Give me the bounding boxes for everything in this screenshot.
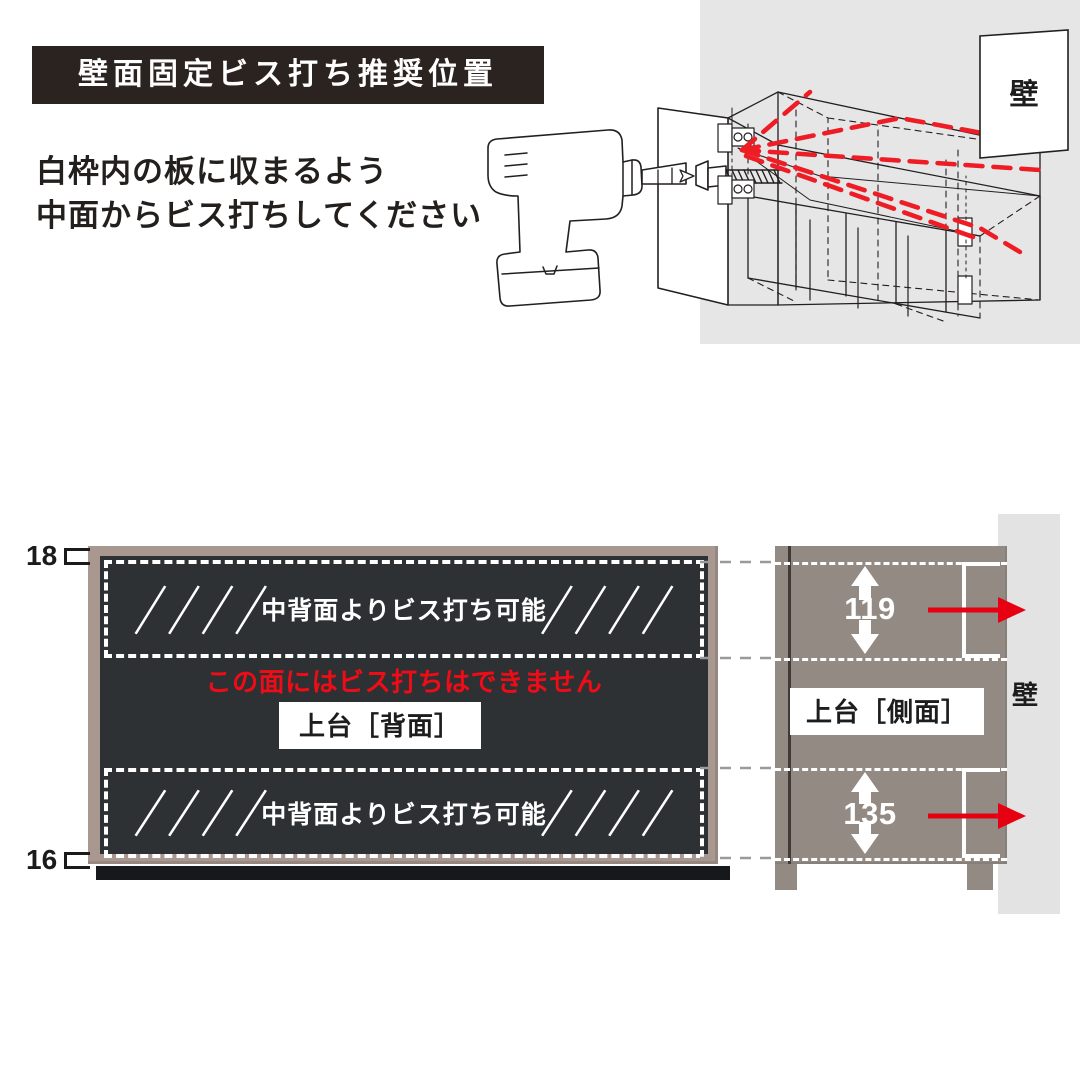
side-view-guide-1 xyxy=(775,562,1007,565)
side-view-wall-label: 壁 xyxy=(1012,680,1039,710)
thickness-value-top: 18 xyxy=(26,540,58,571)
side-view-diagram: 119 135 上台［側面］ 壁 xyxy=(740,480,1080,930)
no-drill-warning-text: この面にはビス打ちはできません xyxy=(205,667,603,697)
back-panel-base-plinth xyxy=(96,866,730,880)
side-view-wall xyxy=(998,514,1060,914)
side-view-face-tag: 上台［側面］ xyxy=(790,688,985,735)
wall-fix-arrow-top xyxy=(928,597,1026,623)
back-panel-face-tag: 上台［背面］ xyxy=(278,702,482,749)
page-title-bar: 壁面固定ビス打ち推奨位置 xyxy=(32,46,544,104)
drill-icon xyxy=(487,129,643,307)
screwable-zone-bottom-label: 中背面よりビス打ち可能 xyxy=(261,801,547,829)
wall-callout: 壁 xyxy=(979,29,1069,159)
side-view-leg-right xyxy=(967,864,993,890)
wall-fix-arrow-bottom xyxy=(928,803,1026,829)
side-view-front-edge xyxy=(788,546,791,864)
page-title: 壁面固定ビス打ち推奨位置 xyxy=(78,58,498,91)
screwable-zone-bottom: 中背面よりビス打ち可能 xyxy=(104,768,704,858)
side-view-arrows xyxy=(851,566,1026,854)
screwable-zone-top-label: 中背面よりビス打ち可能 xyxy=(261,597,547,625)
instruction-line-1: 白枠内の板に収まるよう xyxy=(36,154,388,189)
hatch-lines-top xyxy=(134,585,674,635)
hatch-lines-bottom xyxy=(134,789,674,837)
screwable-zone-top: 中背面よりビス打ち可能 xyxy=(104,560,704,658)
thickness-value-bottom: 16 xyxy=(26,844,58,875)
instruction-line-2: 中面からビス打ちしてください xyxy=(36,198,483,234)
dimension-arrow-bottom xyxy=(851,772,879,854)
drill-bit-icon xyxy=(641,162,695,185)
side-view-guide-4 xyxy=(775,858,1007,861)
dimension-value-bottom: 135 xyxy=(843,796,897,831)
side-view-guide-2 xyxy=(775,658,1007,661)
side-view-guide-3 xyxy=(775,768,1007,771)
dimension-value-top: 119 xyxy=(844,591,896,626)
bracket-icon-top xyxy=(64,547,91,565)
thickness-marker-top: 18 xyxy=(26,540,91,571)
side-view-bracket-bottom xyxy=(962,768,1000,858)
drill-cabinet-illustration: 壁 xyxy=(487,29,1069,323)
bracket-icon-bottom xyxy=(64,851,91,869)
illustration-wall-label: 壁 xyxy=(1009,78,1038,111)
back-panel-diagram: 中背面よりビス打ち可能 中背面よりビス打ち可能 この面にはビス打ちはできません … xyxy=(0,480,760,930)
side-view-leg-left xyxy=(775,864,797,890)
instruction-text: 白枠内の板に収まるよう 中面からビス打ちしてください xyxy=(36,150,596,238)
thickness-marker-bottom: 16 xyxy=(26,844,91,875)
dimension-arrow-top xyxy=(851,566,879,654)
